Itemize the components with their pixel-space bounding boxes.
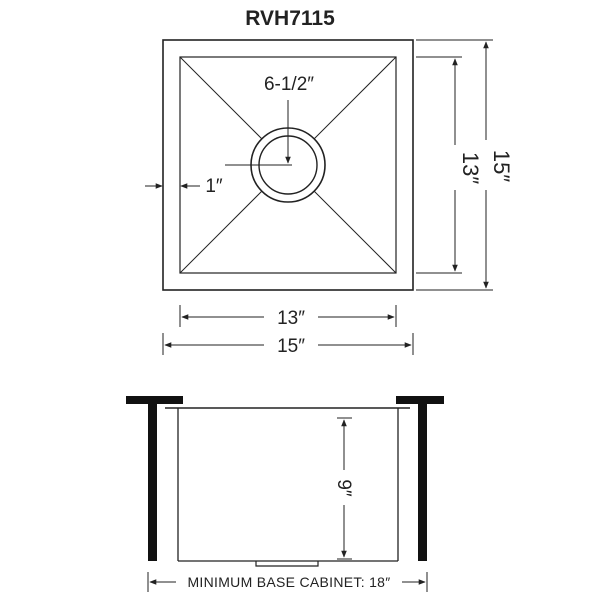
cabinet-wall-right <box>418 403 427 561</box>
countertop-left <box>126 396 183 404</box>
countertop-right <box>396 396 444 404</box>
outer-width-label: 15″ <box>277 336 305 357</box>
slope-line-top-right <box>313 56 397 140</box>
inner-depth-label: 13″ <box>458 152 483 184</box>
slope-line-bottom-left <box>179 190 263 274</box>
sink-inner-outline <box>179 56 397 274</box>
rim-label: 1″ <box>205 176 223 197</box>
bowl-depth-label: 9″ <box>333 479 354 497</box>
drain-offset-label: 6-1/2″ <box>264 74 314 95</box>
slope-line-bottom-right <box>313 190 397 274</box>
inner-width-label: 13″ <box>277 308 305 329</box>
sink-outer-outline <box>162 39 414 291</box>
outer-depth-label: 15″ <box>489 150 514 182</box>
cabinet-label: MINIMUM BASE CABINET: 18″ <box>187 574 390 590</box>
slope-line-top-left <box>179 56 263 140</box>
top-view <box>145 39 493 355</box>
drain-tailpiece <box>255 561 319 567</box>
model-title: RVH7115 <box>245 7 335 30</box>
cabinet-wall-left <box>148 403 157 561</box>
side-view <box>126 396 444 592</box>
